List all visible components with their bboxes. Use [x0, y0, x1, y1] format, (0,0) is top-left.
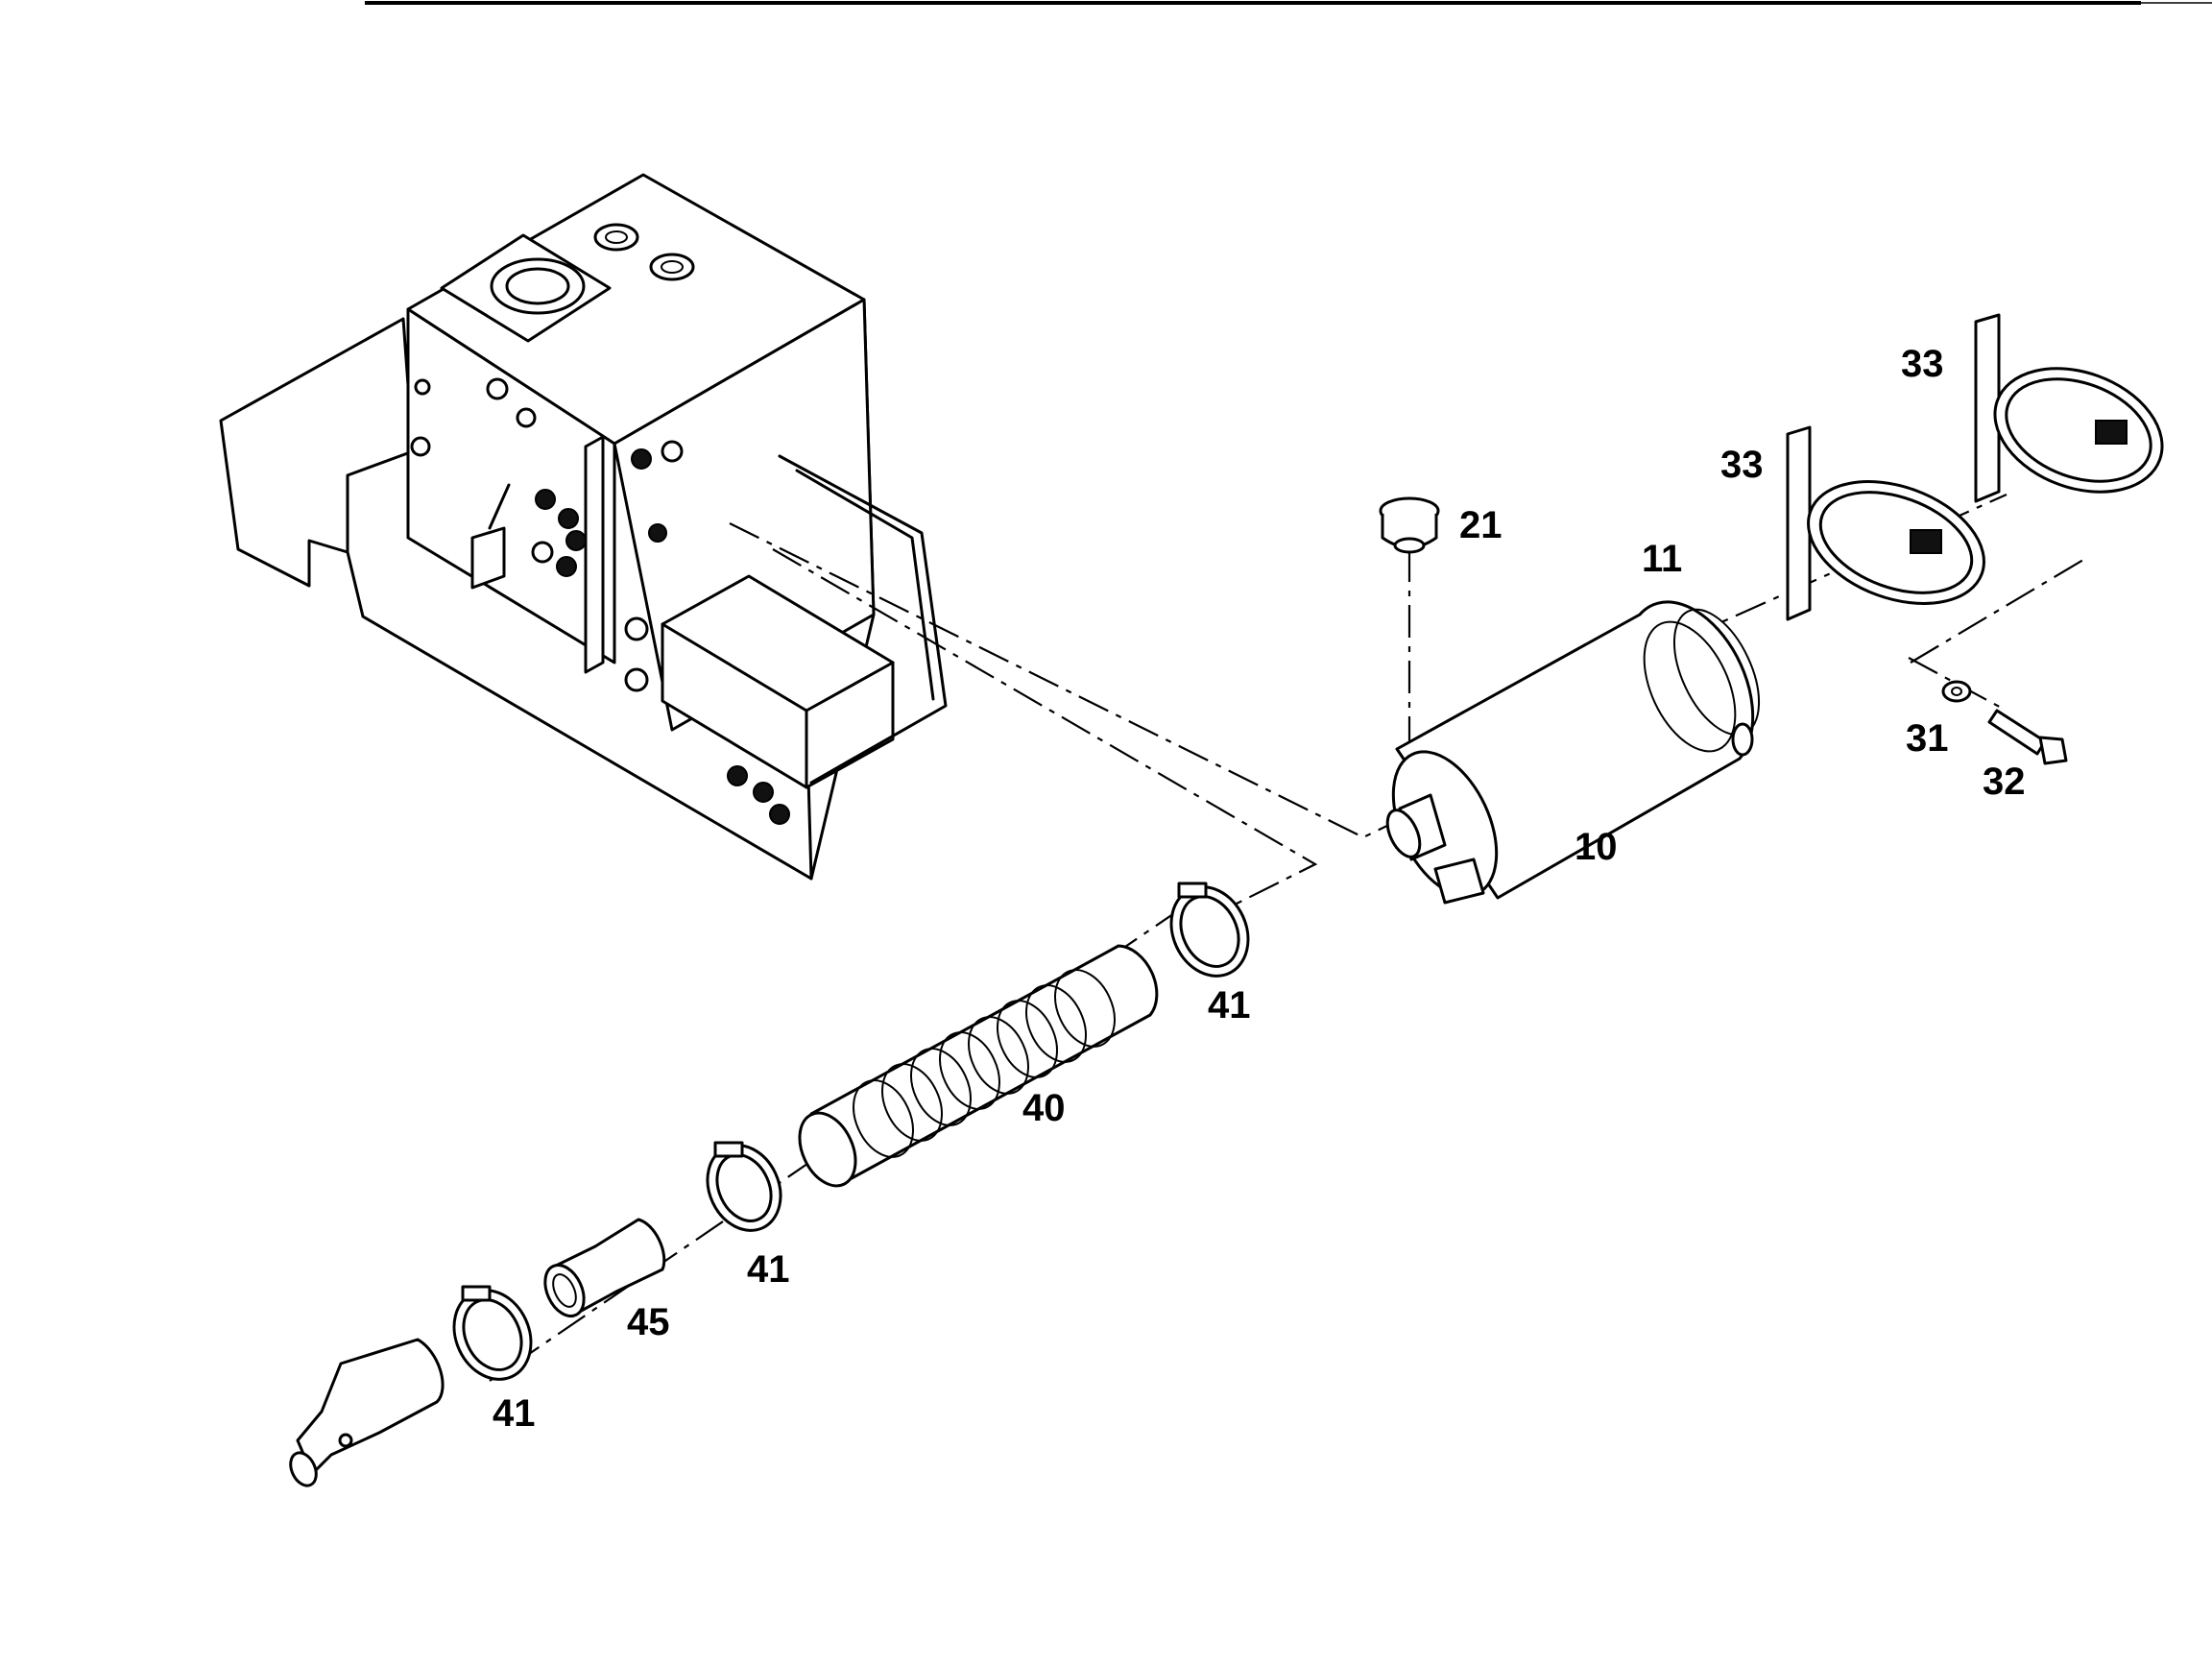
reducer-part-45: [543, 1218, 666, 1317]
label-part-21: 21: [1459, 504, 1503, 546]
label-part-33-lower: 33: [1720, 444, 1764, 486]
corrugated-hose-part-40: [798, 944, 1159, 1188]
frame-bolts: [410, 377, 790, 825]
label-part-33-upper: 33: [1901, 343, 1944, 385]
mounting-band-part-33b: [1974, 313, 2164, 503]
bolt-part-32: [1987, 709, 2068, 765]
mounting-band-part-33a: [1786, 425, 1985, 621]
label-part-41-middle: 41: [747, 1248, 790, 1291]
label-part-10: 10: [1575, 826, 1618, 868]
hose-clamp-part-41-right: [1169, 882, 1250, 978]
label-part-45: 45: [627, 1301, 670, 1343]
part-labels: 21 11 10 33 33 31 32 41 40 41 45 41: [493, 343, 2026, 1435]
label-part-32: 32: [1983, 761, 2026, 803]
label-part-40: 40: [1022, 1087, 1066, 1129]
label-part-31: 31: [1906, 717, 1949, 760]
air-filter-part-10-11: [1385, 600, 1761, 905]
intake-elbow-pipe: [289, 1338, 445, 1487]
cap-part-21: [1379, 496, 1440, 554]
label-part-41-right: 41: [1208, 984, 1251, 1027]
washer-part-31: [1941, 680, 1972, 703]
machine-frame: [219, 173, 948, 881]
hose-clamp-part-41-left: [452, 1285, 533, 1381]
label-part-11: 11: [1642, 538, 1682, 580]
hose-clamp-part-41-middle: [706, 1141, 782, 1232]
label-part-41-left: 41: [493, 1392, 536, 1435]
